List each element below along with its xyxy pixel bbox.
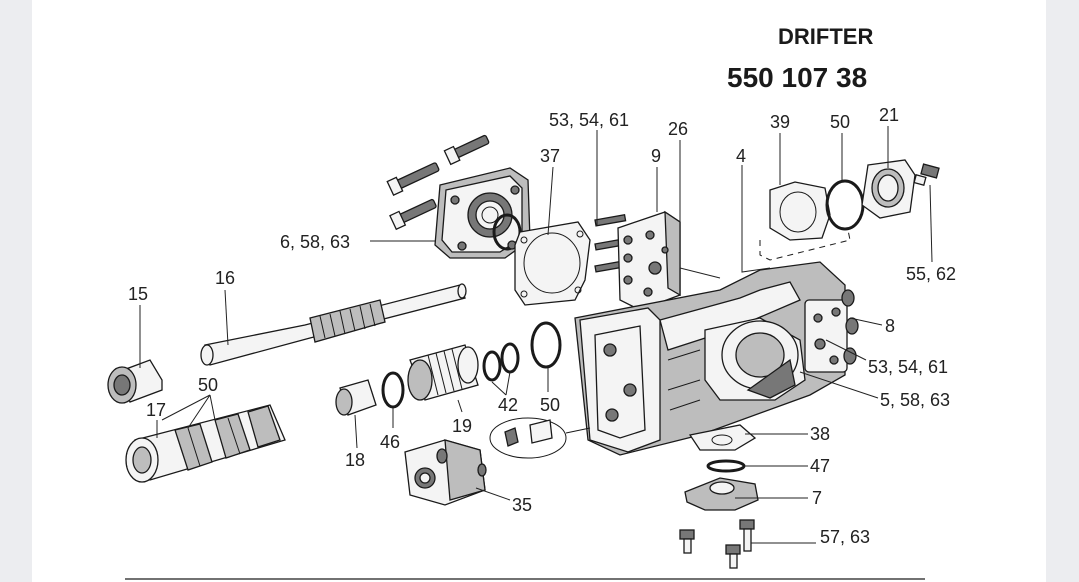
part-bushing-15 <box>107 359 163 404</box>
callout-6-58-63: 6, 58, 63 <box>280 232 350 252</box>
assembly-guide-rear <box>759 229 851 261</box>
callout-15: 15 <box>128 284 148 304</box>
callout-39: 39 <box>770 112 790 132</box>
part-cover-7 <box>684 477 759 511</box>
part-gasket-38 <box>688 424 757 451</box>
callout-8: 8 <box>885 316 895 336</box>
leader-26 <box>679 140 721 279</box>
detail-oval <box>489 417 591 459</box>
callout-46: 46 <box>380 432 400 452</box>
callout-55-62: 55, 62 <box>906 264 956 284</box>
part-valve-block <box>594 210 681 311</box>
callout-57-63: 57, 63 <box>820 527 870 547</box>
part-rear-cover-21 <box>861 159 916 219</box>
part-front-cover <box>386 134 531 259</box>
part-bolt-55 <box>913 163 940 186</box>
callout-4: 4 <box>736 146 746 166</box>
callout-16: 16 <box>215 268 235 288</box>
callout-19: 19 <box>452 416 472 436</box>
callout-50-mid: 50 <box>540 395 560 415</box>
part-bolts-57 <box>679 519 755 569</box>
callout-21: 21 <box>879 105 899 125</box>
part-gasket-37 <box>514 221 591 306</box>
part-number: 550 107 38 <box>727 62 868 93</box>
callout-50-top: 50 <box>830 112 850 132</box>
leader-4 <box>741 165 771 273</box>
part-oring-50-top <box>825 179 865 231</box>
part-main-housing <box>574 261 859 456</box>
callout-18: 18 <box>345 450 365 470</box>
callout-17: 17 <box>146 400 166 420</box>
part-oring-50-mid <box>530 321 562 369</box>
part-shaft-16 <box>200 283 467 366</box>
leader-lines <box>139 126 933 544</box>
part-sleeve-17 <box>125 404 286 483</box>
callout-5-58-63: 5, 58, 63 <box>880 390 950 410</box>
callout-47: 47 <box>810 456 830 476</box>
callout-7: 7 <box>812 488 822 508</box>
callout-53-54-61-right: 53, 54, 61 <box>868 357 948 377</box>
part-gasket-39 <box>769 181 831 241</box>
part-ring-42a <box>482 350 502 382</box>
part-bushing-18 <box>335 379 377 416</box>
callout-50-left: 50 <box>198 375 218 395</box>
part-block-35 <box>404 439 487 506</box>
callout-37: 37 <box>540 146 560 166</box>
callout-42: 42 <box>498 395 518 415</box>
callout-53-54-61-top: 53, 54, 61 <box>549 110 629 130</box>
callout-35: 35 <box>512 495 532 515</box>
part-ring-42b <box>500 342 520 374</box>
part-ring-46 <box>381 371 405 409</box>
part-oring-47 <box>706 459 746 473</box>
part-piston-19 <box>407 344 479 401</box>
callout-26: 26 <box>668 119 688 139</box>
diagram-title: DRIFTER <box>778 24 874 49</box>
callout-38: 38 <box>810 424 830 444</box>
callout-9: 9 <box>651 146 661 166</box>
